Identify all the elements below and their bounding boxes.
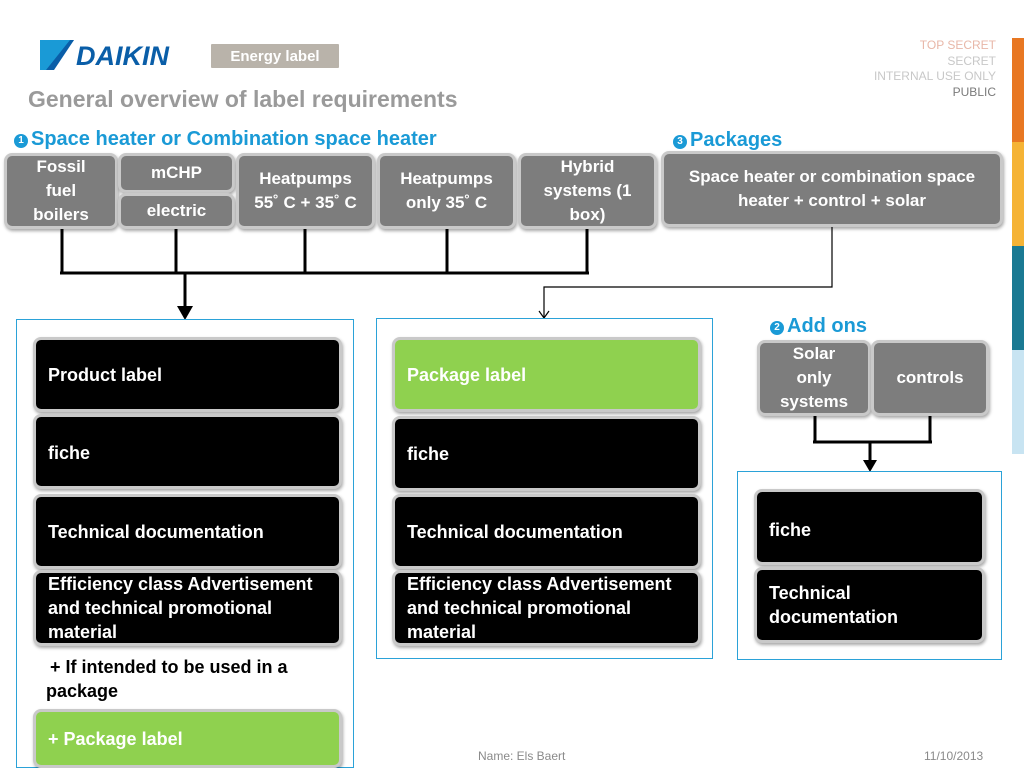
section1-efficiency-text: Efficiency class Advertisement and techn… bbox=[48, 574, 313, 642]
category-fossil-fuel-boilers: Fossil fuel boilers bbox=[4, 153, 118, 229]
product-label-text: Product label bbox=[48, 364, 163, 385]
product-label-box: Product label bbox=[33, 337, 342, 412]
category-electric-label: electric bbox=[146, 201, 207, 220]
section1-fiche-text: fiche bbox=[48, 443, 91, 463]
color-strip-yellow bbox=[1012, 142, 1024, 246]
category-heatpumps-55-35: Heatpumps 55˚ C + 35˚ C bbox=[236, 153, 375, 229]
section2-number: 2 bbox=[770, 321, 784, 335]
section3-fiche-box: fiche bbox=[392, 416, 701, 491]
section2-fiche-text: fiche bbox=[769, 520, 812, 540]
daikin-logo: DAIKIN bbox=[40, 38, 202, 72]
section3-efficiency-text: Efficiency class Advertisement and techn… bbox=[407, 574, 672, 642]
section3-requirements-panel bbox=[376, 318, 713, 659]
section3-technical-doc-box: Technical documentation bbox=[392, 494, 701, 569]
addon-solar-only-systems: Solar only systems bbox=[757, 340, 871, 416]
section2-technical-doc-box: Technical documentation bbox=[754, 567, 985, 643]
package-label-text: Package label bbox=[407, 364, 527, 385]
category-hybrid-systems: Hybrid systems (1 box) bbox=[518, 153, 657, 229]
section2-technical-doc-text: Technical documentation bbox=[769, 583, 898, 627]
footer-date: 11/10/2013 bbox=[924, 749, 984, 763]
color-strip-orange bbox=[1012, 38, 1024, 142]
section2-fiche-box: fiche bbox=[754, 489, 985, 565]
category-fossil-label: Fossil fuel boilers bbox=[33, 157, 89, 224]
classification-top-secret: TOP SECRET bbox=[919, 38, 996, 52]
addon-controls: controls bbox=[871, 340, 989, 416]
section1-number: 1 bbox=[14, 134, 28, 148]
section1-technical-doc-text: Technical documentation bbox=[48, 521, 264, 542]
section1-package-label-text: + Package label bbox=[48, 728, 183, 749]
section1-technical-doc-box: Technical documentation bbox=[33, 494, 342, 569]
section3-technical-doc-text: Technical documentation bbox=[407, 521, 623, 542]
package-definition-box: Space heater or combination space heater… bbox=[661, 151, 1003, 227]
section1-title: Space heater or Combination space heater bbox=[31, 128, 437, 150]
category-electric: electric bbox=[118, 193, 235, 229]
color-strip-teal bbox=[1012, 246, 1024, 350]
section3-fiche-text: fiche bbox=[407, 443, 450, 464]
section3-efficiency-box: Efficiency class Advertisement and techn… bbox=[392, 570, 701, 646]
package-intent-note: + If intended to be used in a package bbox=[46, 657, 288, 701]
classification-list: TOP SECRET SECRET INTERNAL USE ONLY PUBL… bbox=[874, 38, 996, 100]
category-mchp-label: mCHP bbox=[150, 163, 202, 182]
classification-public: PUBLIC bbox=[952, 84, 996, 99]
section2-title: Add ons bbox=[787, 315, 867, 337]
category-hp55-label: Heatpumps 55˚ C + 35˚ C bbox=[254, 169, 357, 212]
classification-internal: INTERNAL USE ONLY bbox=[873, 69, 996, 83]
energy-label-badge: Energy label bbox=[211, 44, 339, 68]
addon-solar-label: Solar only systems bbox=[779, 344, 849, 411]
classification-secret: SECRET bbox=[947, 53, 996, 68]
category-hp35-label: Heatpumps only 35˚ C bbox=[400, 169, 493, 212]
category-heatpumps-35: Heatpumps only 35˚ C bbox=[377, 153, 516, 229]
page-title: General overview of label requirements bbox=[28, 86, 458, 112]
color-strip-light-blue bbox=[1012, 350, 1024, 454]
section3-title: Packages bbox=[690, 129, 783, 151]
package-label-box: Package label bbox=[392, 337, 701, 412]
section1-package-label-box: + Package label bbox=[33, 709, 342, 768]
section2-requirements-panel bbox=[737, 471, 1002, 660]
footer-name: Name: Els Baert bbox=[478, 749, 566, 763]
brand-text: DAIKIN bbox=[76, 41, 169, 71]
section1-efficiency-box: Efficiency class Advertisement and techn… bbox=[33, 570, 342, 646]
section1-fiche-box: fiche bbox=[33, 414, 342, 489]
category-hybrid-label: Hybrid systems (1 box) bbox=[543, 157, 632, 224]
section3-number: 3 bbox=[673, 135, 687, 149]
category-mchp: mCHP bbox=[118, 153, 235, 193]
package-definition-label: Space heater or combination space heater… bbox=[688, 167, 976, 210]
addon-controls-label: controls bbox=[896, 368, 964, 387]
